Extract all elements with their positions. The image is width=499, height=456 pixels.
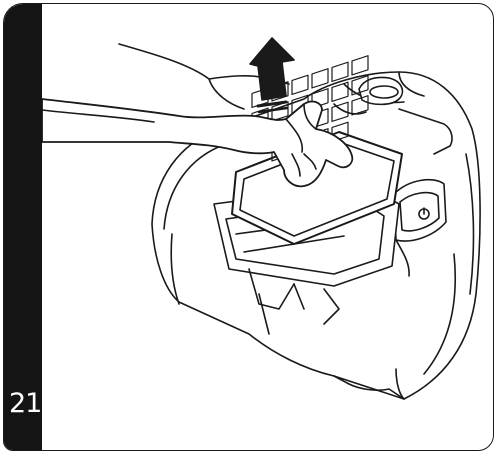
step-sidebar: 21 <box>4 4 42 450</box>
power-button-panel <box>393 178 447 277</box>
hand <box>42 43 354 188</box>
step-frame: 21 <box>3 3 494 451</box>
filter-cartridge <box>231 55 403 245</box>
vacuum-filter-illustration <box>42 37 481 400</box>
step-number: 21 <box>9 388 42 419</box>
arrow-up-icon <box>249 37 295 114</box>
vacuum-top-details <box>333 76 453 155</box>
